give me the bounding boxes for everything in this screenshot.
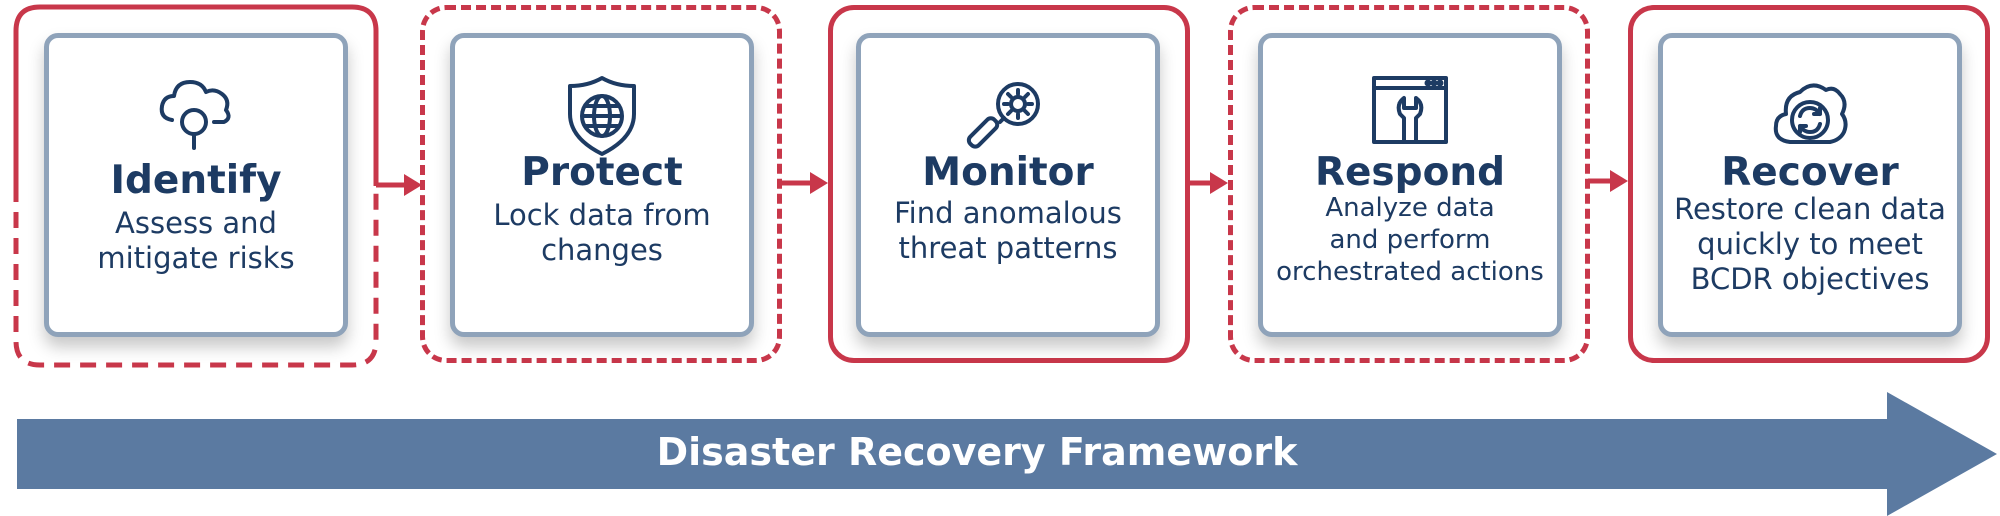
stage-description: Restore clean data quickly to meet BCDR … — [1674, 192, 1946, 296]
stage-title: Identify — [110, 158, 282, 203]
stage-frame-protect — [420, 5, 782, 363]
stage-card-identify: Identify Assess and mitigate risks — [44, 33, 348, 337]
connector-arrow-1 — [376, 174, 422, 196]
stage-description: Assess and mitigate risks — [97, 206, 295, 275]
stage-frame-respond — [1228, 5, 1590, 363]
framework-banner-label: Disaster Recovery Framework — [656, 430, 1298, 474]
stage-description: Find anomalous threat patterns — [894, 196, 1122, 265]
stage-title: Respond — [1314, 150, 1506, 195]
shield-globe-icon — [560, 74, 644, 158]
stage-card-protect: Protect Lock data from changes — [450, 33, 754, 337]
stage-title: Monitor — [922, 150, 1094, 195]
stage-card-recover: Recover Restore clean data quickly to me… — [1658, 33, 1962, 337]
stage-title: Protect — [521, 150, 683, 195]
identify-frame-outline — [13, 4, 379, 368]
connector-arrow-2 — [780, 172, 828, 194]
magnifier-gear-icon — [966, 74, 1050, 158]
stage-description: Lock data from changes — [493, 198, 711, 267]
framework-banner-arrow — [17, 392, 1997, 516]
cloud-search-icon — [154, 68, 238, 152]
connector-arrow-3 — [1188, 172, 1228, 194]
stage-card-monitor: Monitor Find anomalous threat patterns — [856, 33, 1160, 337]
stage-frame-recover — [1628, 5, 1990, 363]
stage-description: Analyze data and perform orchestrated ac… — [1276, 193, 1544, 287]
browser-wrench-icon — [1368, 70, 1452, 154]
cloud-sync-icon — [1768, 72, 1852, 156]
connector-arrow-4 — [1588, 170, 1628, 192]
stage-frame-monitor — [828, 5, 1190, 363]
stage-title: Recover — [1721, 150, 1899, 195]
stage-card-respond: Respond Analyze data and perform orchest… — [1258, 33, 1562, 337]
